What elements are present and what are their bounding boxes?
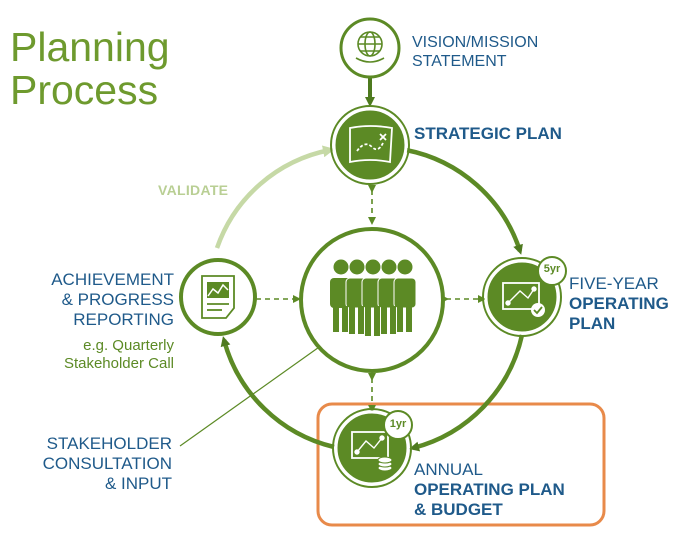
arc-annual-to-reporting	[220, 336, 335, 450]
annual-label-line-3: & BUDGET	[414, 500, 503, 520]
annual-highlight-box	[316, 402, 606, 527]
treasure-map-icon	[349, 125, 393, 164]
reporting-note-line-2: Stakeholder Call	[63, 354, 174, 372]
report-document-icon	[201, 275, 235, 319]
reporting-label-line-3: REPORTING	[73, 310, 174, 330]
annual-badge: 1yr	[389, 418, 407, 430]
reporting-label: ACHIEVEMENT & PROGRESS REPORTING	[16, 270, 174, 330]
arc-validate	[214, 145, 335, 249]
reporting-node	[179, 258, 257, 336]
five-year-label-line-2: OPERATING	[569, 294, 669, 314]
title-line-1: Planning	[10, 24, 170, 70]
reporting-label-line-1: ACHIEVEMENT	[51, 270, 174, 289]
arc-strategic-to-fiveyear	[405, 147, 523, 255]
annual-label: ANNUAL OPERATING PLAN & BUDGET	[414, 460, 565, 520]
title-line-2: Process	[10, 67, 159, 114]
stakeholder-label-line-1: STAKEHOLDER	[46, 434, 172, 453]
vision-label-line-1: VISION/MISSION	[412, 34, 539, 51]
annual-node	[332, 408, 413, 488]
stakeholder-label-line-3: & INPUT	[104, 474, 172, 494]
people-group-icon	[330, 259, 417, 336]
stakeholder-label: STAKEHOLDER CONSULTATION & INPUT	[10, 434, 172, 494]
five-year-label-line-1: FIVE-YEAR	[569, 274, 659, 293]
vision-label-line-2: STATEMENT	[412, 52, 507, 70]
five-year-node	[482, 256, 567, 337]
five-year-badge: 5yr	[543, 263, 561, 275]
stakeholders-node	[299, 227, 445, 373]
reporting-note: e.g. Quarterly Stakeholder Call	[16, 337, 174, 372]
vision-label: VISION/MISSION STATEMENT	[412, 34, 538, 72]
five-year-label-line-3: PLAN	[569, 314, 616, 334]
strategic-plan-label: STRATEGIC PLAN	[414, 124, 562, 143]
vision-node	[339, 17, 401, 79]
page-title: Planning Process	[10, 24, 170, 114]
five-year-label: FIVE-YEAR OPERATING PLAN	[569, 274, 669, 334]
strategic-plan-node	[330, 105, 410, 185]
arc-fiveyear-to-annual	[409, 334, 525, 452]
reporting-label-line-2: & PROGRESS	[61, 290, 174, 310]
five-year-badge-circle	[537, 256, 567, 286]
annual-label-line-2: OPERATING PLAN	[414, 480, 565, 500]
stakeholder-label-line-2: CONSULTATION	[42, 454, 172, 474]
annual-label-line-1: ANNUAL	[414, 460, 483, 479]
reporting-note-line-1: e.g. Quarterly	[83, 337, 174, 354]
plan-chart-icon	[502, 282, 545, 317]
annual-badge-circle	[383, 410, 413, 440]
validate-label: VALIDATE	[158, 182, 229, 198]
budget-chart-icon	[351, 431, 393, 472]
stakeholder-pointer-line	[179, 344, 323, 447]
globe-icon	[355, 31, 385, 63]
